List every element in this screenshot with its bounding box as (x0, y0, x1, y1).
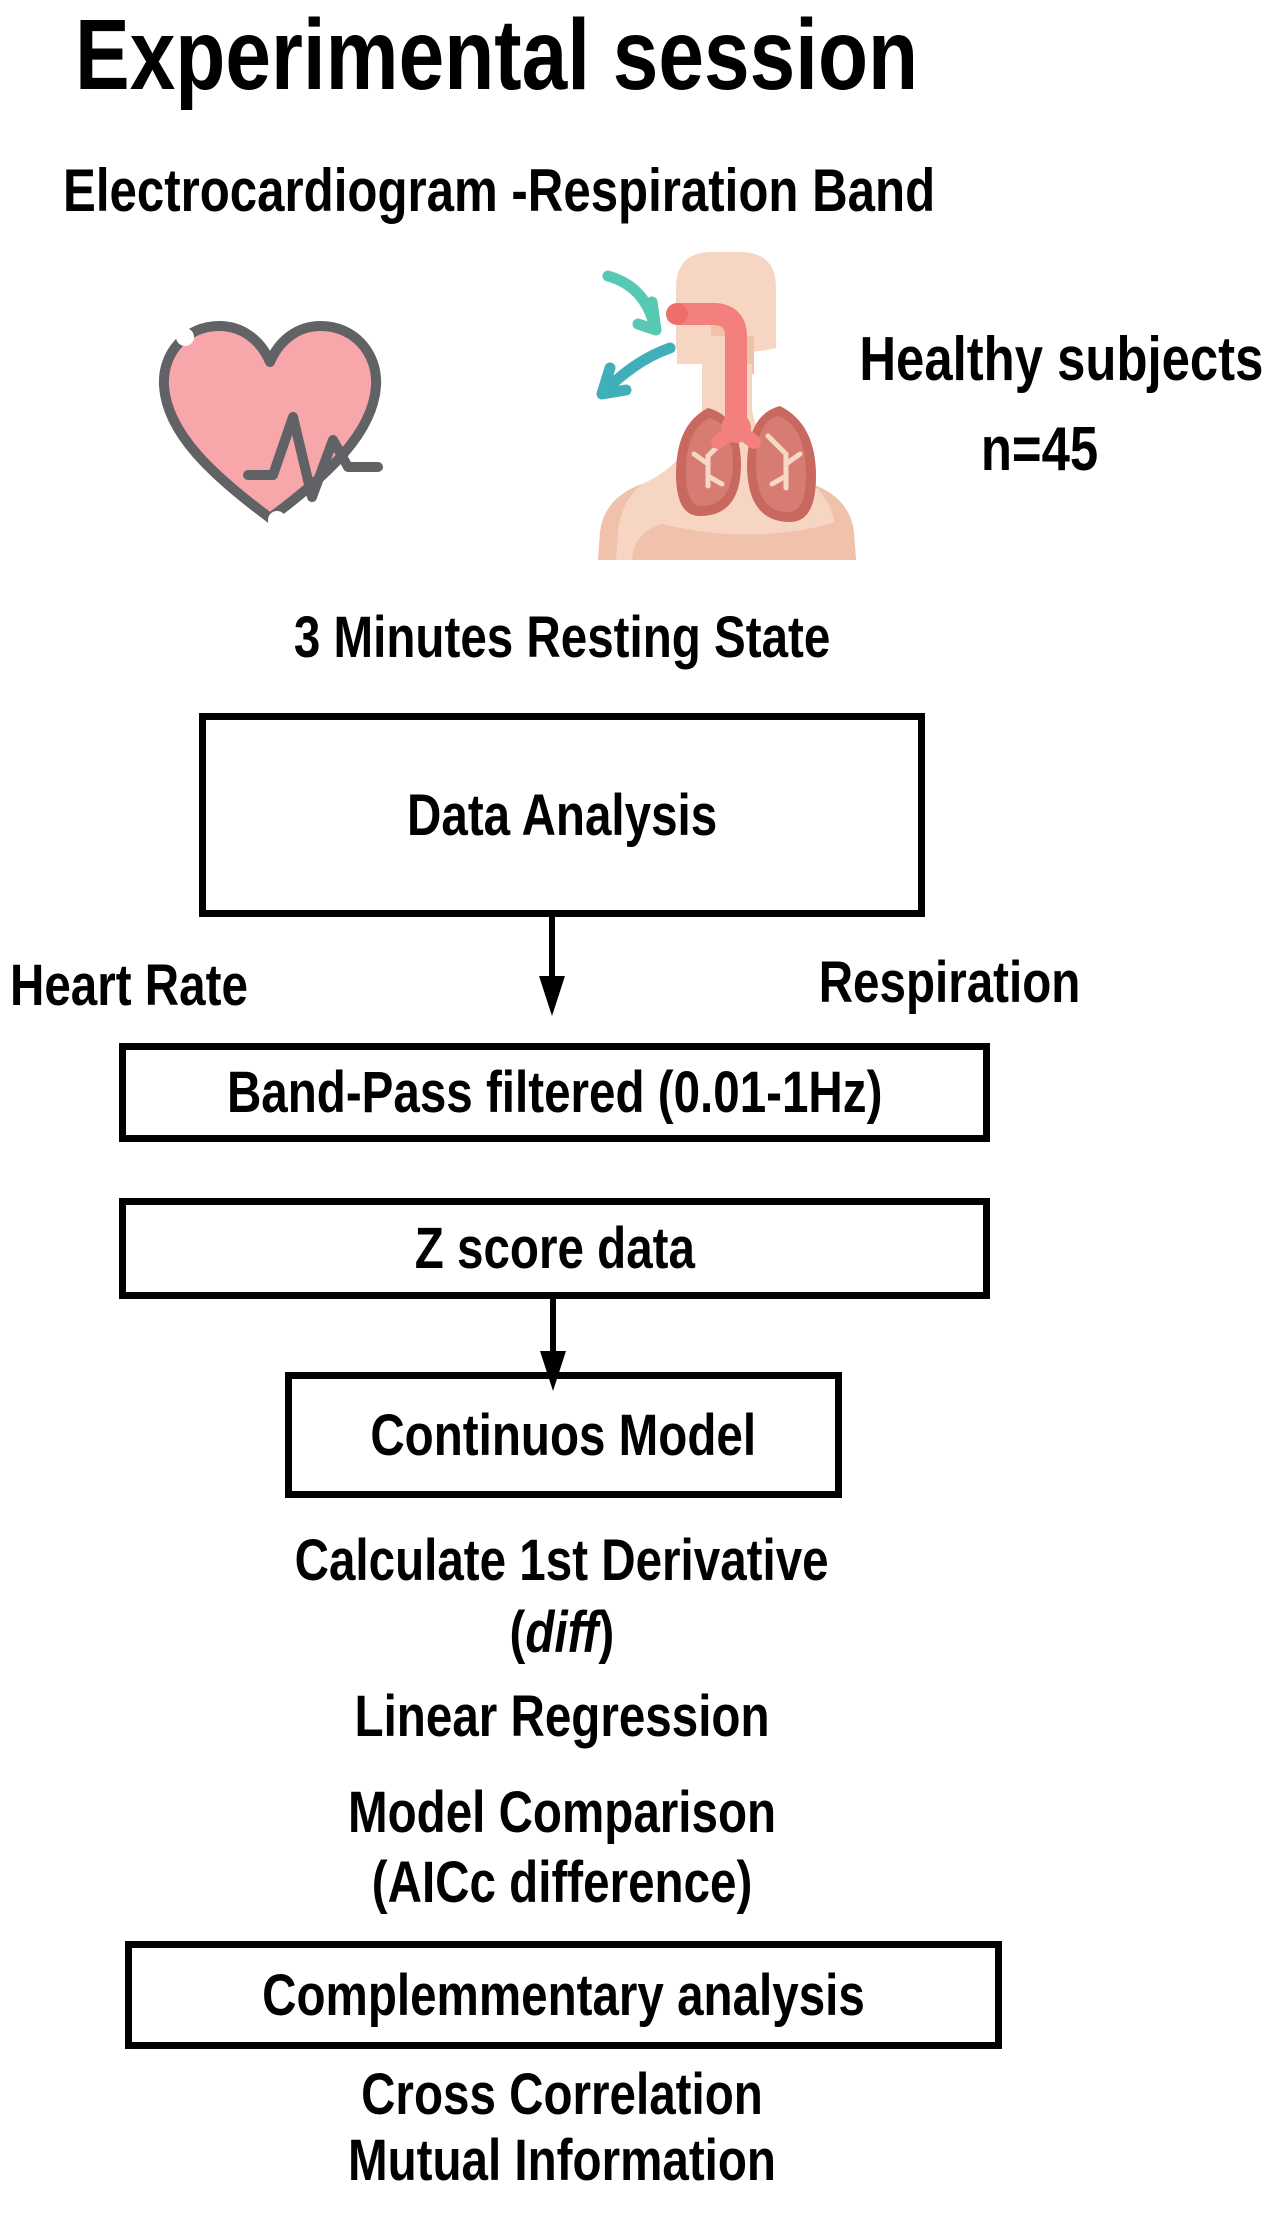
band-pass-label: Band-Pass filtered (0.01-1Hz) (226, 1060, 883, 1125)
outline-gap (268, 511, 286, 529)
protocol-label: 3 Minutes Resting State (293, 605, 831, 670)
inhale-arrow (602, 270, 662, 336)
continuous-model-label: Continuos Model (370, 1402, 757, 1468)
complementary-analysis-label: Complemmentary analysis (262, 1962, 865, 2028)
signal-respiration: Respiration (819, 950, 1081, 1015)
z-score-box: Z score data (119, 1198, 990, 1299)
ecg-trace (243, 412, 383, 502)
exhale-arrow (596, 342, 676, 400)
step-derivative-function: (diff) (509, 1600, 615, 1665)
band-pass-box: Band-Pass filtered (0.01-1Hz) (119, 1043, 990, 1142)
page-title: Experimental session (75, 0, 919, 111)
cohort-label: Healthy subjects (859, 325, 1264, 394)
step-model-comparison-metric: (AICc difference) (371, 1850, 753, 1915)
lungs-breathing-icon (596, 252, 856, 560)
data-analysis-box: Data Analysis (199, 713, 925, 917)
heart-ecg-icon (158, 321, 383, 529)
step-cross-correlation: Cross Correlation (361, 2062, 763, 2127)
subtitle-sensors: Electrocardiogram -Respiration Band (63, 157, 936, 224)
diff-function-name: diff (525, 1600, 599, 1665)
flow-arrow-line (549, 912, 555, 980)
flow-arrow-head (539, 976, 565, 1016)
step-linear-regression: Linear Regression (354, 1684, 770, 1749)
step-mutual-information: Mutual Information (347, 2128, 776, 2193)
z-score-label: Z score data (414, 1216, 695, 1281)
continuous-model-box: Continuos Model (285, 1372, 842, 1498)
flow-arrow-head (540, 1351, 566, 1391)
flow-arrow-line (550, 1295, 556, 1355)
signal-heart-rate: Heart Rate (10, 953, 248, 1018)
step-model-comparison: Model Comparison (347, 1780, 777, 1845)
outline-gap (176, 328, 194, 346)
data-analysis-label: Data Analysis (406, 782, 718, 848)
cohort-n: n=45 (981, 415, 1099, 484)
complementary-analysis-box: Complemmentary analysis (125, 1941, 1002, 2049)
step-derivative: Calculate 1st Derivative (294, 1528, 829, 1593)
